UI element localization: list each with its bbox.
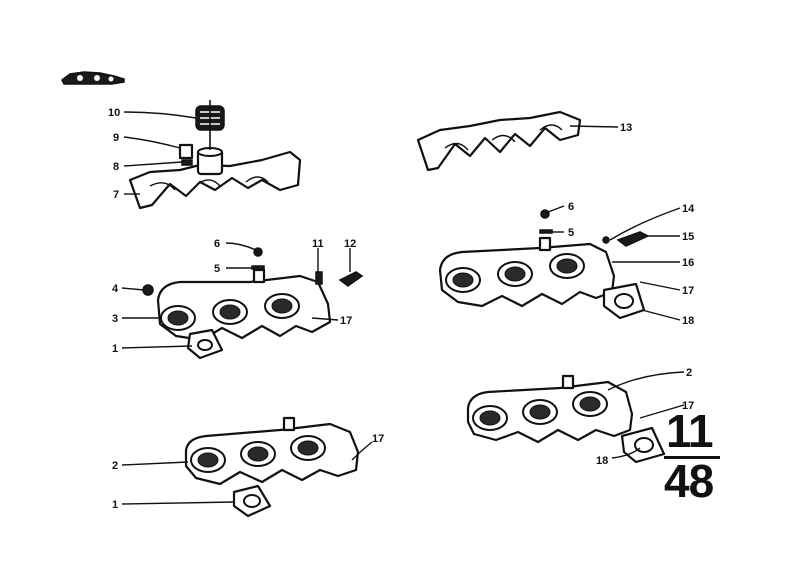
exhaust-manifold-mid-left: [142, 247, 364, 360]
callout-5: 5: [568, 227, 574, 239]
callout-18: 18: [682, 315, 694, 327]
callout-15: 15: [682, 231, 694, 243]
callout-17: 17: [372, 433, 384, 445]
callout-17: 17: [682, 400, 694, 412]
callout-2: 2: [112, 460, 118, 472]
car-silhouette-icon: [61, 71, 125, 85]
callout-3: 3: [112, 313, 118, 325]
heat-shield-right: [416, 110, 582, 172]
exhaust-manifold-lower-left: [184, 416, 360, 518]
callout-6: 6: [214, 238, 220, 250]
callout-13: 13: [620, 122, 632, 134]
page-number-divider: [664, 456, 720, 459]
exhaust-manifold-lower-right: [466, 374, 666, 464]
page-number-bottom: 48: [664, 455, 714, 507]
callout-14: 14: [682, 203, 695, 215]
page-number-top: 11: [666, 405, 714, 457]
callout-18: 18: [596, 455, 608, 467]
callout-5: 5: [214, 263, 220, 275]
heat-shield-assembly-left: [128, 100, 302, 210]
callout-7: 7: [113, 189, 119, 201]
callout-11: 11: [312, 238, 324, 250]
callout-9: 9: [113, 132, 119, 144]
callout-12: 12: [344, 238, 356, 250]
callout-6: 6: [568, 201, 574, 213]
callout-17: 17: [340, 315, 352, 327]
callout-8: 8: [113, 161, 119, 173]
callout-17: 17: [682, 285, 694, 297]
callout-16: 16: [682, 257, 694, 269]
callout-10: 10: [108, 107, 120, 119]
callout-1: 1: [112, 343, 118, 355]
exhaust-manifold-mid-right: [438, 209, 650, 320]
callout-1: 1: [112, 499, 118, 511]
callout-4: 4: [112, 283, 119, 295]
callout-2: 2: [686, 367, 692, 379]
leader-lines: [121, 111, 685, 505]
